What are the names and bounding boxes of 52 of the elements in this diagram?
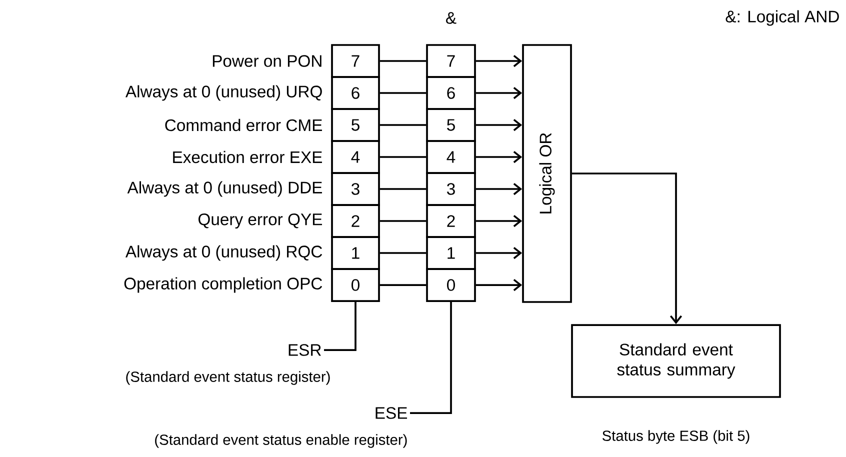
bit-label: Always at 0 (unused) DDE	[127, 181, 322, 197]
leader-line	[324, 302, 356, 351]
register-bit-cell: 7	[426, 44, 476, 78]
and-symbol: &	[446, 12, 456, 24]
register-bit-cell: 4	[426, 140, 476, 174]
bit-label: Always at 0 (unused) URQ	[125, 85, 322, 101]
register-bit-cell: 1	[331, 236, 380, 270]
connector-line	[380, 284, 426, 286]
register-label: ESR	[288, 344, 321, 356]
bit-label: Operation completion OPC	[124, 277, 322, 293]
register-bit-cell: 6	[331, 76, 380, 110]
register-bit-cell: 2	[426, 204, 476, 238]
register-bit-cell: 5	[426, 108, 476, 142]
bit-label: Command error CME	[165, 118, 322, 132]
connector-line	[380, 220, 426, 222]
bit-label: Power on PON	[212, 55, 322, 67]
legend-note: &: Logical AND	[726, 10, 839, 26]
arrow	[476, 86, 522, 100]
bit-label: Always at 0 (unused) RQC	[125, 245, 322, 261]
register-bit-cell: 3	[426, 172, 476, 206]
arrow	[476, 214, 522, 228]
register-bit-cell: 1	[426, 236, 476, 270]
node-label: (Standard event status enable register)	[155, 434, 407, 448]
register-bit-cell: 6	[426, 76, 476, 110]
register-bit-cell: 3	[331, 172, 380, 206]
bit-label: Query error QYE	[198, 213, 322, 229]
arrow	[476, 150, 522, 164]
arrow	[572, 172, 682, 324]
register-bit-cell: 4	[331, 140, 380, 174]
connector-line	[380, 60, 426, 62]
arrow	[476, 182, 522, 196]
arrow	[476, 54, 522, 68]
register-bit-cell: 2	[331, 204, 380, 238]
register-bit-cell: 0	[331, 268, 380, 302]
arrow	[476, 278, 522, 292]
bit-label: Execution error EXE	[173, 150, 322, 164]
register-label: ESE	[376, 407, 408, 419]
connector-line	[380, 124, 426, 126]
node-label: (Standard event status register)	[126, 371, 330, 385]
logical-or-box: Logical OR	[522, 44, 572, 303]
connector-line	[380, 252, 426, 254]
arrow	[476, 246, 522, 260]
register-bit-cell: 5	[331, 108, 380, 142]
leader-line	[410, 302, 452, 414]
connector-line	[380, 188, 426, 190]
node-label: Status byte ESB (bit 5)	[602, 430, 750, 444]
summary-box: Standard event status summary	[571, 324, 781, 398]
register-bit-cell: 7	[331, 44, 380, 78]
register-bit-cell: 0	[426, 268, 476, 302]
connector-line	[380, 156, 426, 158]
connector-line	[380, 92, 426, 94]
arrow	[476, 118, 522, 132]
